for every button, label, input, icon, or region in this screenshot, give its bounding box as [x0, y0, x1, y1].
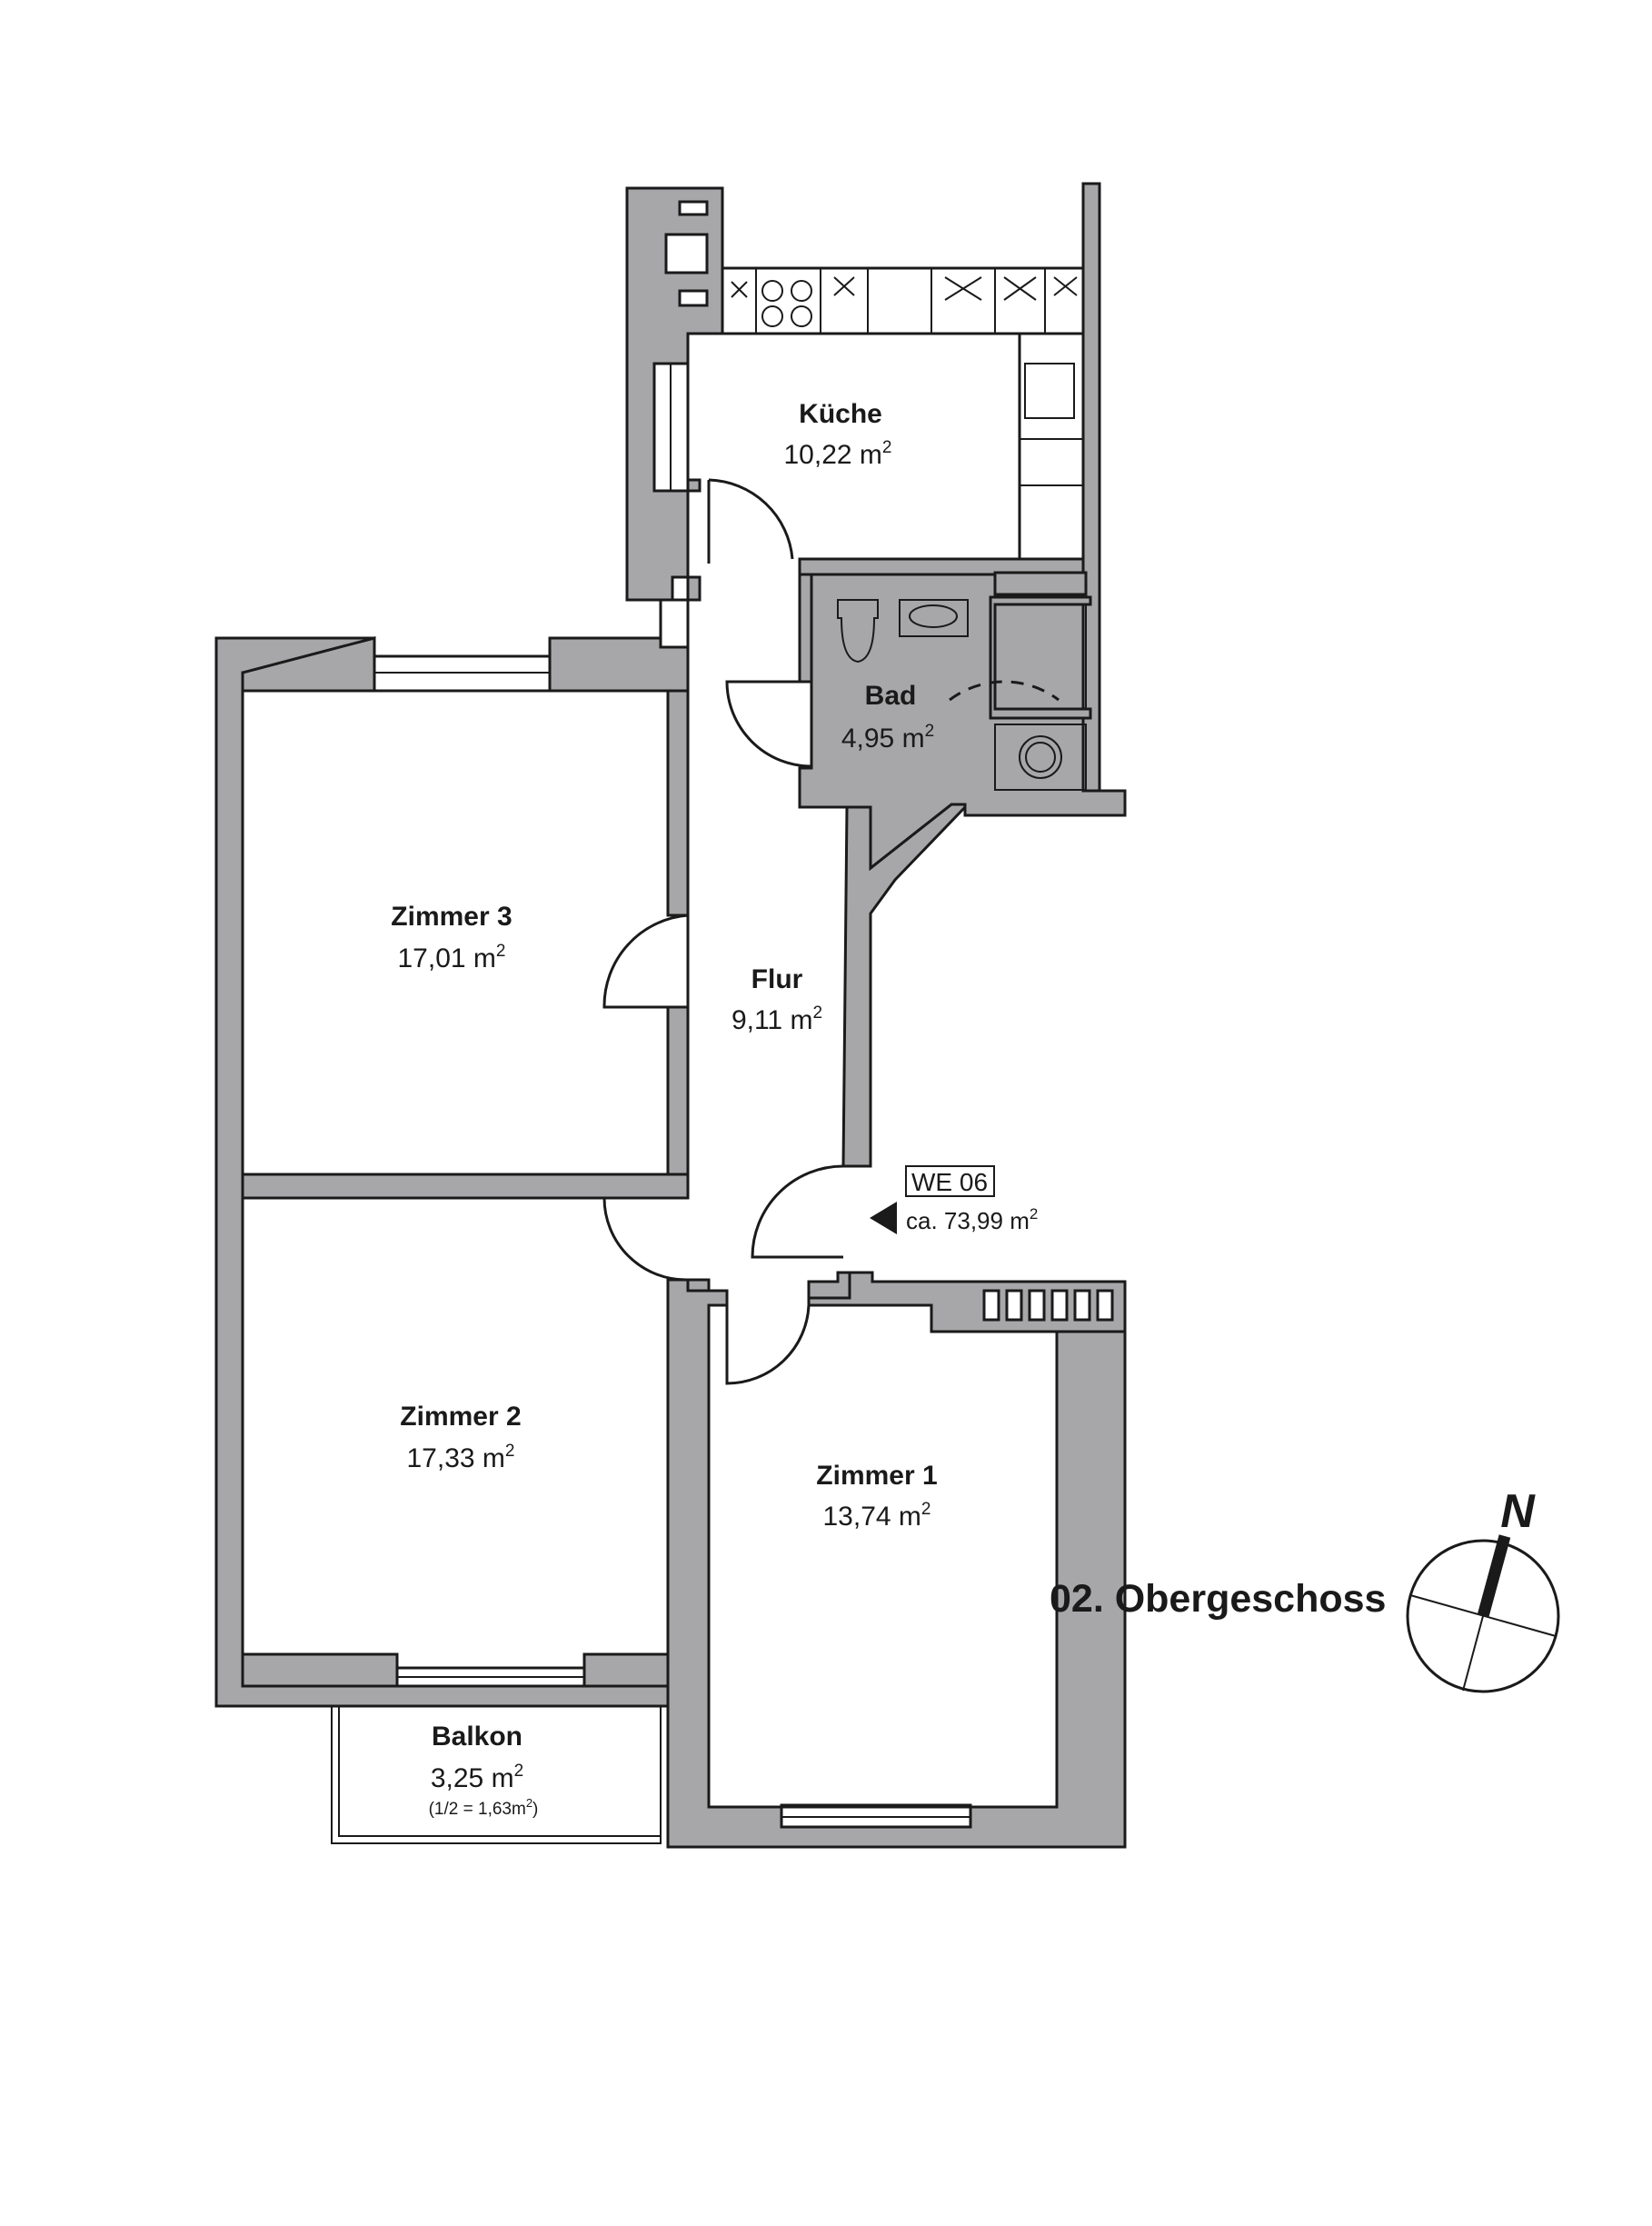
label-zimmer1-area: 13,74 m2 — [823, 1500, 931, 1532]
balcony-rail-inner — [338, 1706, 661, 1837]
vent-1 — [982, 1289, 1000, 1322]
door-zimmer1 — [725, 1304, 811, 1385]
bath-sink-basin — [909, 604, 958, 628]
chimney-shaft-1 — [678, 200, 709, 216]
wall-zimmer3-flur — [666, 689, 690, 917]
washer-drum — [1019, 735, 1062, 779]
floor-label: 02. Obergeschoss — [1050, 1577, 1386, 1621]
wall-flur-east — [841, 803, 967, 1168]
kitchen-fixtures — [721, 266, 1085, 561]
windows — [373, 362, 1114, 1829]
wall-south-zimmer2 — [241, 1652, 399, 1688]
vent-2 — [1005, 1289, 1023, 1322]
vent-5 — [1073, 1289, 1091, 1322]
label-balkon-name: Balkon — [432, 1722, 522, 1752]
wall-kueche-west — [686, 334, 702, 602]
door-bad — [725, 680, 812, 768]
balcony-rail — [331, 1706, 662, 1844]
label-zimmer1-name: Zimmer 1 — [816, 1461, 937, 1491]
door-kueche — [707, 478, 794, 560]
wall-flur-entry — [807, 1271, 851, 1300]
compass: N — [1406, 1485, 1560, 1693]
wall-bad-flur — [798, 573, 813, 684]
kitchen-cabinet-right — [1018, 332, 1085, 561]
wall-zimmer1 — [666, 1278, 1127, 1849]
kitchen-counter — [721, 266, 1085, 335]
compass-circle-icon — [1406, 1539, 1560, 1693]
stove-burner-4 — [791, 305, 812, 327]
kitchen-sink — [1024, 363, 1075, 419]
vent-4 — [1050, 1289, 1069, 1322]
balcony-outline — [331, 1706, 662, 1844]
label-kueche-name: Küche — [799, 399, 882, 429]
unit-marker: WE 06 ca. 73,99 m2 — [870, 1165, 1038, 1234]
label-zimmer2-name: Zimmer 2 — [400, 1402, 521, 1432]
label-balkon-note: (1/2 = 1,63m2) — [429, 1796, 539, 1819]
label-balkon-area: 3,25 m2 — [431, 1762, 523, 1793]
vent-6 — [1096, 1289, 1114, 1322]
label-flur-area: 9,11 m2 — [731, 1003, 822, 1035]
bath-sink-icon — [899, 599, 969, 637]
window-flur — [659, 598, 690, 649]
door-zimmer3 — [602, 913, 690, 1009]
shower-tray — [994, 604, 1087, 710]
cabinet-cross-5 — [1053, 276, 1078, 296]
washer-icon — [994, 724, 1087, 791]
washer-drum-inner — [1025, 742, 1056, 773]
compass-south-line — [1462, 1615, 1484, 1692]
north-label: N — [1500, 1485, 1536, 1538]
stove-burner-1 — [761, 280, 783, 302]
cabinet-cross-3 — [944, 276, 982, 301]
label-zimmer2-area: 17,33 m2 — [407, 1442, 515, 1473]
wall-bad-box — [993, 571, 1088, 596]
chimney-shaft-3 — [678, 289, 709, 307]
vent-3 — [1028, 1289, 1046, 1322]
unit-label-box — [905, 1165, 995, 1197]
unit-label: WE 06 — [911, 1168, 988, 1196]
door-entrance — [751, 1164, 844, 1259]
compass-needle-icon — [1477, 1534, 1511, 1618]
cabinet-cross-2 — [833, 276, 855, 296]
toilet-icon — [837, 599, 879, 664]
label-zimmer3-area: 17,01 m2 — [398, 942, 506, 973]
room-labels: Küche 10,22 m2 Bad 4,95 m2 Zimmer 3 17,0… — [391, 399, 937, 1819]
label-bad-area: 4,95 m2 — [841, 722, 934, 754]
chimney-shaft-2 — [664, 233, 709, 275]
wall-west — [214, 636, 679, 1708]
wall-zimmer3-zimmer2 — [241, 1173, 690, 1200]
wall-zimmer3-flur-lower — [666, 1005, 690, 1200]
door-zimmer2 — [602, 1196, 689, 1282]
stove-burner-2 — [791, 280, 812, 302]
doors — [602, 478, 844, 1385]
label-zimmer3-name: Zimmer 3 — [391, 902, 512, 932]
bathroom-fixtures — [837, 599, 1087, 791]
cabinet-cross-4 — [1003, 276, 1037, 301]
unit-area: ca. 73,99 m2 — [906, 1205, 1038, 1234]
entrance-arrow-icon — [870, 1202, 897, 1234]
label-kueche-area: 10,22 m2 — [784, 438, 892, 470]
label-bad-name: Bad — [865, 681, 917, 711]
stove-burner-3 — [761, 305, 783, 327]
label-flur-name: Flur — [751, 964, 803, 994]
cabinet-cross-1 — [731, 281, 748, 298]
